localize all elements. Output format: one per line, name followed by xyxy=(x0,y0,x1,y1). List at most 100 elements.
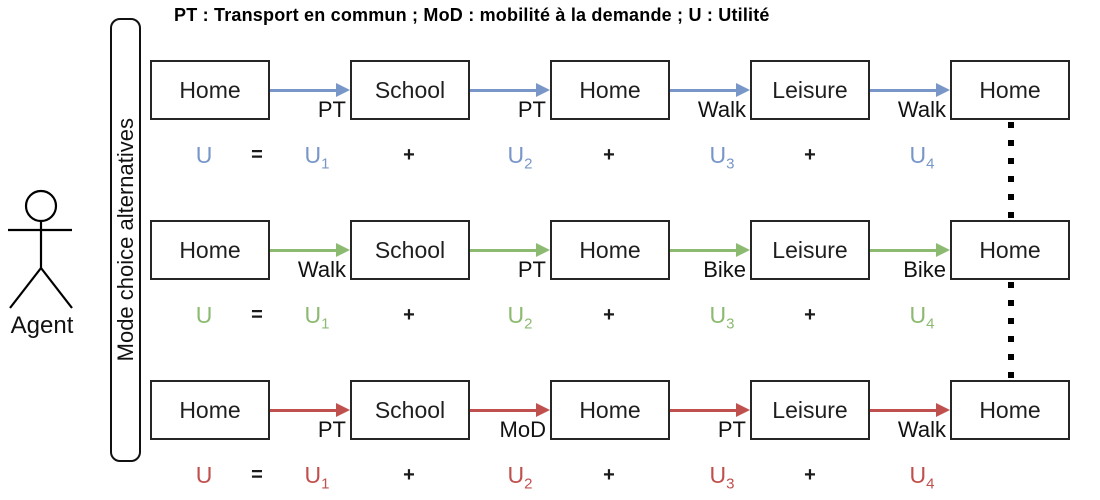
utility-term-subscript: 3 xyxy=(726,155,735,173)
activity-box: Leisure xyxy=(750,220,870,280)
mode-arrowhead-icon xyxy=(936,83,950,97)
utility-term-base: U xyxy=(709,462,727,488)
utility-term: U1 xyxy=(305,142,330,173)
mode-arrowhead-icon xyxy=(536,403,550,417)
activity-box: Home xyxy=(150,220,270,280)
utility-total: U xyxy=(195,142,213,168)
equals-sign: = xyxy=(251,144,263,166)
mode-label: PT xyxy=(517,257,546,282)
agent-label: Agent xyxy=(10,312,74,339)
plus-sign: + xyxy=(403,464,415,486)
activity-box: Home xyxy=(550,220,670,280)
ellipsis-dots-icon xyxy=(1008,122,1014,218)
activity-label: Home xyxy=(579,76,641,103)
mode-arrow xyxy=(270,248,337,252)
activity-box: Home xyxy=(150,380,270,440)
utility-term-subscript: 1 xyxy=(321,155,330,173)
utility-term: U1 xyxy=(305,302,330,333)
activity-label: Home xyxy=(579,396,641,423)
activity-label: Home xyxy=(179,396,241,423)
activity-box: Home xyxy=(950,380,1070,440)
mode-arrow xyxy=(470,408,537,412)
plus-sign: + xyxy=(603,304,615,326)
utility-term: U4 xyxy=(910,462,935,493)
alternative-row-2: Home School Home Leisure Home Walk PT Bi… xyxy=(0,220,1100,380)
utility-term-base: U xyxy=(507,302,525,328)
alternative-row-1: Home School Home Leisure Home PT PT Walk… xyxy=(0,60,1100,220)
equals-sign: = xyxy=(251,464,263,486)
activity-label: Home xyxy=(979,396,1041,423)
mode-label: Walk xyxy=(297,257,346,282)
mode-arrow xyxy=(270,408,337,412)
equals-sign: = xyxy=(251,304,263,326)
mode-label: MoD xyxy=(499,417,546,442)
activity-box: Home xyxy=(950,220,1070,280)
mode-arrowhead-icon xyxy=(736,83,750,97)
mode-arrow xyxy=(470,248,537,252)
activity-label: Leisure xyxy=(772,76,848,103)
activity-box: Home xyxy=(550,380,670,440)
activity-box: Leisure xyxy=(750,380,870,440)
utility-term-subscript: 2 xyxy=(524,475,533,493)
alternative-row-3: Home School Home Leisure Home PT MoD PT … xyxy=(0,380,1100,500)
activity-label: Home xyxy=(179,76,241,103)
mode-label: Bike xyxy=(903,257,946,282)
utility-term-base: U xyxy=(909,302,927,328)
mode-arrow xyxy=(670,248,737,252)
mode-label: Walk xyxy=(697,97,746,122)
mode-label: PT xyxy=(317,417,346,442)
activity-label: School xyxy=(374,236,446,263)
utility-term-base: U xyxy=(304,302,322,328)
utility-term-base: U xyxy=(304,142,322,168)
activity-box: School xyxy=(350,220,470,280)
activity-box: Home xyxy=(550,60,670,120)
activity-label: Leisure xyxy=(772,236,848,263)
utility-term-base: U xyxy=(909,142,927,168)
utility-term: U3 xyxy=(710,462,735,493)
utility-term-base: U xyxy=(507,462,525,488)
activity-box: Home xyxy=(950,60,1070,120)
mode-arrow xyxy=(670,408,737,412)
mode-arrowhead-icon xyxy=(536,243,550,257)
utility-term: U2 xyxy=(508,142,533,173)
mode-arrowhead-icon xyxy=(336,403,350,417)
activity-label: School xyxy=(374,396,446,423)
plus-sign: + xyxy=(804,464,816,486)
utility-term: U4 xyxy=(910,142,935,173)
utility-term-subscript: 4 xyxy=(926,315,935,333)
agent-figure-icon xyxy=(8,189,73,309)
mode-choice-bar: Mode choice alternatives xyxy=(110,18,141,462)
plus-sign: + xyxy=(403,144,415,166)
activity-label: School xyxy=(374,76,446,103)
mode-arrowhead-icon xyxy=(336,83,350,97)
activity-box: Leisure xyxy=(750,60,870,120)
utility-term-subscript: 4 xyxy=(926,475,935,493)
utility-total: U xyxy=(195,302,213,328)
utility-term: U1 xyxy=(305,462,330,493)
utility-term: U2 xyxy=(508,462,533,493)
utility-term-base: U xyxy=(909,462,927,488)
activity-label: Home xyxy=(979,236,1041,263)
activity-label: Home xyxy=(579,236,641,263)
mode-arrowhead-icon xyxy=(736,403,750,417)
utility-term-base: U xyxy=(709,142,727,168)
ellipsis-dots-icon xyxy=(1008,282,1014,378)
mode-arrowhead-icon xyxy=(736,243,750,257)
mode-arrow xyxy=(670,88,737,92)
mode-label: PT xyxy=(517,97,546,122)
utility-term-subscript: 1 xyxy=(321,475,330,493)
mode-arrowhead-icon xyxy=(936,403,950,417)
plus-sign: + xyxy=(804,304,816,326)
mode-arrowhead-icon xyxy=(536,83,550,97)
mode-label: Bike xyxy=(703,257,746,282)
utility-total: U xyxy=(195,462,213,488)
mode-label: PT xyxy=(717,417,746,442)
plus-sign: + xyxy=(403,304,415,326)
activity-box: Home xyxy=(150,60,270,120)
utility-term: U3 xyxy=(710,302,735,333)
utility-term: U2 xyxy=(508,302,533,333)
utility-term: U4 xyxy=(910,302,935,333)
utility-term-base: U xyxy=(507,142,525,168)
plus-sign: + xyxy=(804,144,816,166)
